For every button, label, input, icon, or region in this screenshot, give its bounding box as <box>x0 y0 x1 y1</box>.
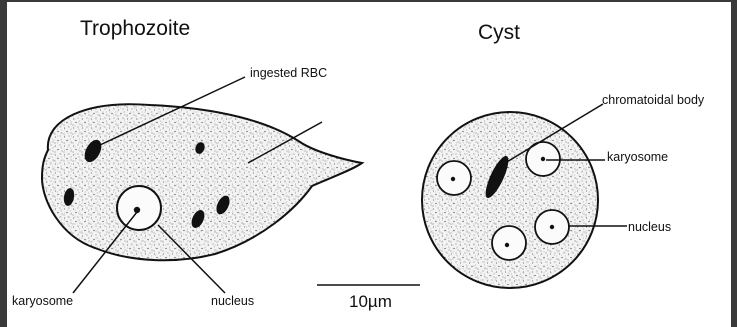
scale-bar-label: 10µm <box>349 292 392 311</box>
label-trophozoite-nucleus: nucleus <box>211 294 254 308</box>
cyst-karyosome <box>451 177 455 181</box>
trophozoite-stipple <box>42 104 362 260</box>
cyst-title: Cyst <box>478 21 520 44</box>
label-chromatoidal-body: chromatoidal body <box>602 93 705 107</box>
cyst: chromatoidal body karyosome nucleus <box>422 93 705 288</box>
label-ingested-rbc: ingested RBC <box>250 66 327 80</box>
cyst-karyosome <box>550 225 554 229</box>
scale-bar: 10µm <box>317 285 420 311</box>
label-trophozoite-karyosome: karyosome <box>12 294 73 308</box>
cyst-nucleus <box>492 226 526 260</box>
cyst-karyosome <box>541 157 545 161</box>
label-cyst-karyosome: karyosome <box>607 150 668 164</box>
cyst-stipple <box>422 112 598 288</box>
label-cyst-nucleus: nucleus <box>628 220 671 234</box>
cyst-karyosome <box>505 243 509 247</box>
trophozoite: ingested RBC karyosome nucleus <box>12 66 362 308</box>
trophozoite-title: Trophozoite <box>80 17 190 40</box>
